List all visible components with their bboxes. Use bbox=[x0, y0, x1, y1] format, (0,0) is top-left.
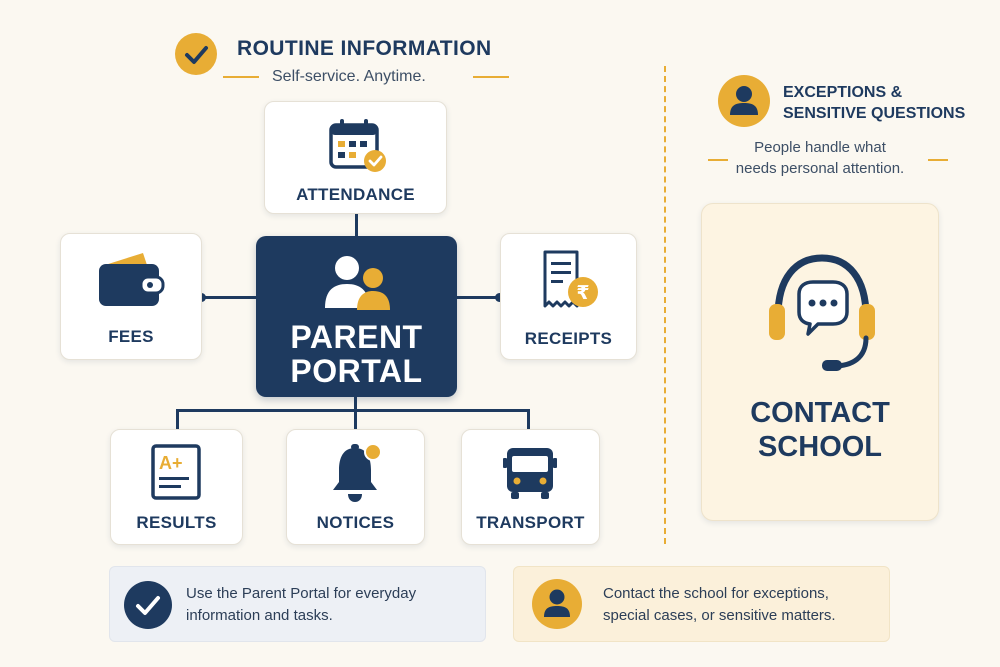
headset-icon bbox=[769, 254, 875, 371]
school-note-line2: special cases, or sensitive matters. bbox=[603, 607, 836, 624]
routine-rule-left bbox=[223, 76, 259, 78]
calendar-icon bbox=[329, 119, 386, 172]
transport-card[interactable]: TRANSPORT bbox=[461, 429, 600, 545]
contact-school-card[interactable]: CONTACT SCHOOL bbox=[701, 203, 939, 521]
person-icon bbox=[730, 86, 758, 115]
school-note-person-badge bbox=[532, 579, 582, 629]
school-note-line1: Contact the school for exceptions, bbox=[603, 585, 829, 602]
routine-title: ROUTINE INFORMATION bbox=[237, 37, 492, 60]
contact-title-line1: CONTACT bbox=[750, 397, 890, 429]
connector-bottom-stem bbox=[354, 397, 357, 430]
portal-note-line1: Use the Parent Portal for everyday bbox=[186, 585, 417, 602]
bus-icon bbox=[503, 448, 557, 499]
routine-subtitle: Self-service. Anytime. bbox=[272, 68, 426, 85]
results-label: RESULTS bbox=[136, 513, 217, 532]
connector-receipts-dot bbox=[495, 293, 504, 302]
notices-card[interactable]: NOTICES bbox=[286, 429, 425, 545]
results-grade-text: A+ bbox=[159, 453, 183, 473]
connector-attendance bbox=[355, 214, 358, 236]
section-divider bbox=[664, 66, 666, 544]
portal-title-line2: PORTAL bbox=[290, 353, 423, 389]
exceptions-subtitle-line2: needs personal attention. bbox=[735, 160, 905, 177]
exceptions-subtitle-line1: People handle what bbox=[754, 139, 886, 156]
exceptions-rule-right bbox=[928, 159, 948, 161]
rupee-symbol: ₹ bbox=[576, 282, 589, 304]
connector-transport bbox=[527, 409, 530, 430]
connector-results bbox=[176, 409, 179, 430]
bell-icon bbox=[333, 443, 382, 502]
grade-sheet-icon: A+ bbox=[151, 444, 201, 500]
person-icon bbox=[544, 589, 570, 617]
receipts-label: RECEIPTS bbox=[524, 329, 613, 348]
portal-note-line2: information and tasks. bbox=[186, 607, 333, 624]
portal-note: Use the Parent Portal for everyday infor… bbox=[109, 566, 486, 642]
portal-title-line1: PARENT bbox=[290, 319, 423, 355]
fees-label: FEES bbox=[108, 327, 154, 346]
check-icon bbox=[185, 46, 208, 64]
exceptions-title-line1: EXCEPTIONS & bbox=[783, 84, 903, 101]
results-card[interactable]: A+ RESULTS bbox=[110, 429, 243, 545]
connector-fees bbox=[202, 296, 256, 299]
parent-portal-hub[interactable]: PARENT PORTAL bbox=[256, 236, 457, 397]
notices-label: NOTICES bbox=[316, 513, 395, 532]
fees-card[interactable]: FEES bbox=[60, 233, 202, 360]
receipts-card[interactable]: ₹ RECEIPTS bbox=[500, 233, 637, 360]
exceptions-title-line2: SENSITIVE QUESTIONS bbox=[783, 105, 966, 122]
routine-rule-right bbox=[473, 76, 509, 78]
wallet-icon bbox=[99, 253, 165, 306]
contact-title-line2: SCHOOL bbox=[757, 431, 883, 463]
receipt-icon: ₹ bbox=[543, 250, 598, 308]
check-icon bbox=[136, 596, 160, 615]
school-note: Contact the school for exceptions, speci… bbox=[513, 566, 890, 642]
parents-icon bbox=[325, 256, 390, 310]
connector-bottom-bar bbox=[176, 409, 530, 412]
connector-receipts bbox=[456, 296, 500, 299]
transport-label: TRANSPORT bbox=[476, 513, 585, 532]
portal-note-check-badge bbox=[124, 581, 172, 629]
exceptions-person-badge bbox=[718, 75, 770, 127]
exceptions-rule-left bbox=[708, 159, 728, 161]
chat-bubble-icon bbox=[797, 280, 849, 336]
routine-check-badge bbox=[175, 33, 217, 75]
attendance-label: ATTENDANCE bbox=[296, 185, 415, 204]
attendance-card[interactable]: ATTENDANCE bbox=[264, 101, 447, 214]
